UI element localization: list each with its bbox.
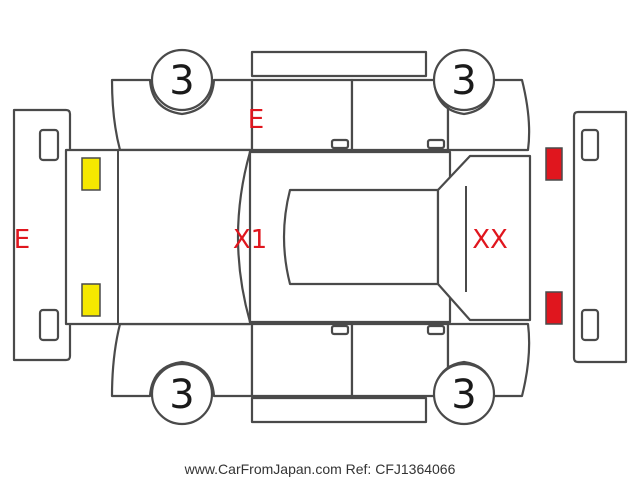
rear-bumper [572, 110, 628, 364]
left-front-fender-mark: E [248, 105, 264, 135]
bottom-side-sill [250, 396, 428, 424]
top-left-wheel [150, 48, 214, 112]
top-left-wheel-mark: 3 [169, 58, 194, 104]
bottom-right-wheel-mark: 3 [451, 372, 476, 418]
footer-credit: www.CarFromJapan.com Ref: CFJ1364066 [184, 461, 456, 477]
left-headlight [81, 157, 101, 191]
bottom-left-wheel [150, 362, 214, 426]
bottom-left-wheel-mark: 3 [169, 372, 194, 418]
front-bumper [12, 108, 72, 362]
right-taillight [545, 291, 563, 325]
rear-hatch [436, 154, 532, 322]
rear-window-mark: XX [472, 225, 508, 255]
roof [248, 150, 452, 324]
right-headlight [81, 283, 101, 317]
hood [64, 148, 252, 326]
bottom-right-wheel [432, 362, 496, 426]
windshield-mark: X1 [233, 225, 267, 255]
top-right-wheel-mark: 3 [451, 58, 476, 104]
left-taillight [545, 147, 563, 181]
top-right-wheel [432, 48, 496, 112]
top-side-panels [110, 78, 531, 152]
top-side-sill [250, 50, 428, 78]
front-bumper-mark: E [14, 225, 30, 255]
bottom-side-panels [110, 322, 531, 398]
